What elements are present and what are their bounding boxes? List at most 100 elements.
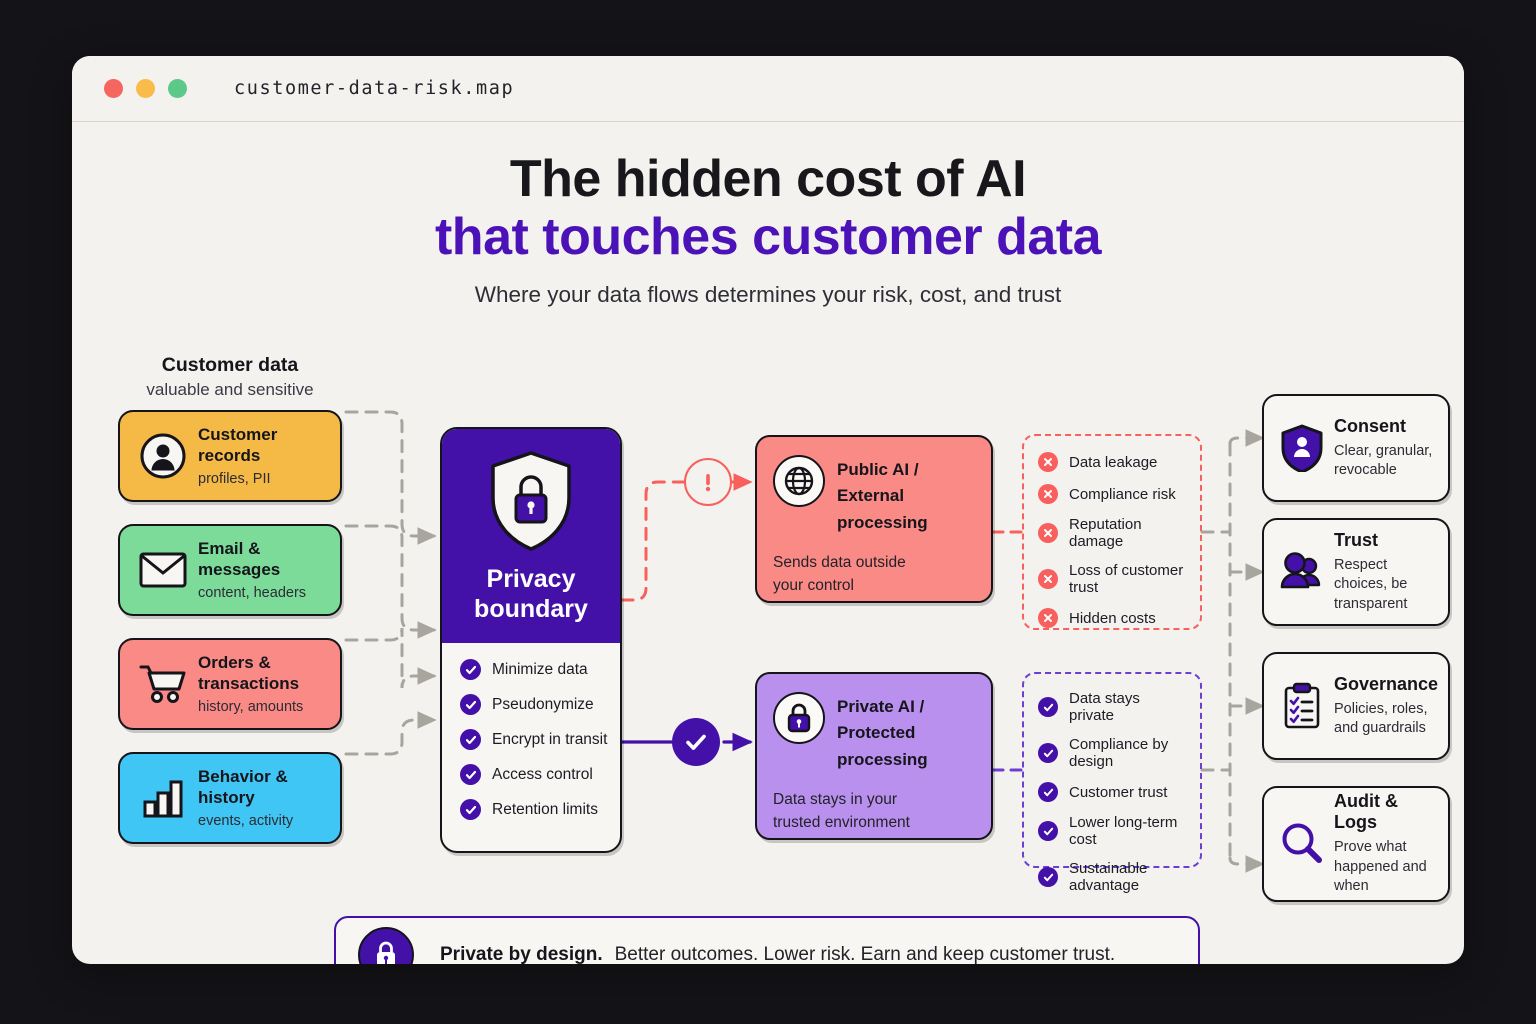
pillar-card-governance[interactable]: Governance Policies, roles, and guardrai… [1262,652,1450,760]
private-ai-node[interactable]: Private AI / Protected processing Data s… [755,672,993,840]
data-card-title: Orders & transactions [198,653,300,693]
check-icon [460,799,481,820]
private-ai-desc-2: trusted environment [773,813,910,831]
pillar-card-audit-logs[interactable]: Audit & Logs Prove what happened and whe… [1262,786,1450,902]
pillar-card-consent[interactable]: Consent Clear, granular, revocable [1262,394,1450,502]
bar-chart-icon [132,777,194,819]
pillar-subtitle: Respect choices, be transparent [1334,556,1408,612]
pillar-subtitle: Policies, roles, and guardrails [1334,700,1428,736]
benefit-item: Compliance by design [1038,736,1186,770]
pillar-subtitle: Prove what happened and when [1334,839,1427,895]
window-filename: customer-data-risk.map [234,78,515,99]
benefit-label: Sustainable advantage [1069,860,1148,894]
data-card-email-messages[interactable]: Email & messages content, headers [118,524,342,616]
check-icon [460,764,481,785]
shopping-cart-icon [132,663,194,705]
data-card-subtitle: content, headers [198,584,307,601]
boundary-header: Privacy boundary [442,429,620,643]
benefit-item: Data stays private [1038,690,1186,724]
private-ai-benefit-list: Data stays private Compliance by design … [1022,672,1202,894]
user-avatar-icon [132,433,194,479]
risk-label: Hidden costs [1069,609,1156,627]
banner-bold-text: Private by design. [440,944,603,964]
minimize-window-button[interactable] [136,79,155,98]
public-ai-node[interactable]: Public AI / External processing Sends da… [755,435,993,603]
check-circle-icon [672,718,720,766]
boundary-title: Privacy boundary [474,565,588,623]
maximize-window-button[interactable] [168,79,187,98]
public-ai-title-2: External processing [837,486,928,532]
boundary-control-item: Encrypt in transit [460,729,620,750]
data-card-subtitle: events, activity [198,812,294,829]
data-card-subtitle: profiles, PII [198,470,271,487]
cross-icon [1038,569,1058,589]
app-window: customer-data-risk.map [72,56,1464,964]
private-ai-desc-1: Data stays in your [773,791,898,809]
magnifier-icon [1276,821,1328,867]
close-window-button[interactable] [104,79,123,98]
data-card-subtitle: history, amounts [198,698,304,715]
cross-icon [1038,484,1058,504]
risk-label: Data leakage [1069,453,1158,471]
boundary-control-label: Pseudonymize [492,695,594,713]
check-icon [460,659,481,680]
benefit-label: Data stays private [1069,690,1140,724]
left-column-title: Customer data [161,354,299,376]
diagram-canvas: The hidden cost of AI that touches custo… [72,122,1464,964]
public-ai-risk-list: Data leakage Compliance risk Reputation … [1022,434,1202,630]
data-card-title: Behavior & history [198,767,288,807]
check-icon [1038,782,1058,802]
public-ai-desc-2: your control [773,576,854,594]
private-ai-title-1: Private AI / [837,697,925,716]
risk-item: Data leakage [1038,452,1186,472]
pillar-title: Audit & Logs [1334,791,1398,833]
boundary-control-label: Encrypt in transit [492,730,608,748]
shield-person-icon [1276,424,1328,472]
left-column-label: Customer data valuable and sensitive [118,354,342,400]
boundary-control-item: Access control [460,764,620,785]
title-line-2: that touches customer data [434,207,1102,266]
subtitle: Where your data flows determines your ri… [474,281,1062,307]
data-card-customer-records[interactable]: Customer records profiles, PII [118,410,342,502]
pillar-title: Governance [1334,673,1439,694]
check-icon [1038,867,1058,887]
data-card-behavior-history[interactable]: Behavior & history events, activity [118,752,342,844]
title-line-1: The hidden cost of AI [509,150,1027,208]
risk-item: Compliance risk [1038,484,1186,504]
left-column-subtitle: valuable and sensitive [146,380,314,399]
benefit-item: Lower long-term cost [1038,814,1186,848]
shield-lock-icon [487,449,575,558]
pillar-title: Trust [1334,529,1379,550]
cross-icon [1038,523,1058,543]
data-card-title: Email & messages [198,539,281,579]
risk-label: Loss of customer trust [1069,562,1184,596]
public-ai-desc-1: Sends data outside [773,554,906,572]
clipboard-checklist-icon [1276,682,1328,730]
benefit-label: Customer trust [1069,783,1168,801]
data-card-orders-transactions[interactable]: Orders & transactions history, amounts [118,638,342,730]
pillar-card-trust[interactable]: Trust Respect choices, be transparent [1262,518,1450,626]
check-icon [460,694,481,715]
boundary-control-item: Retention limits [460,799,620,820]
boundary-controls-list: Minimize data Pseudonymize Encrypt in tr… [442,643,620,820]
data-card-title: Customer records [198,425,278,465]
boundary-control-item: Minimize data [460,659,620,680]
risk-item: Hidden costs [1038,608,1186,628]
boundary-control-label: Minimize data [492,660,588,678]
risk-item: Reputation damage [1038,516,1186,550]
check-icon [460,729,481,750]
padlock-icon [773,692,825,744]
risk-item: Loss of customer trust [1038,562,1186,596]
privacy-boundary-node[interactable]: Privacy boundary Minimize data Pseudonym… [440,427,622,853]
pillar-title: Consent [1334,415,1406,436]
warning-exclamation-icon [684,458,732,506]
benefit-label: Compliance by design [1069,736,1169,770]
boundary-control-label: Retention limits [492,800,598,818]
check-icon [1038,743,1058,763]
benefit-label: Lower long-term cost [1069,814,1178,848]
private-ai-title-2: Protected processing [837,723,928,769]
benefit-item: Customer trust [1038,782,1186,802]
risk-label: Compliance risk [1069,485,1176,503]
pillar-subtitle: Clear, granular, revocable [1334,442,1433,478]
banner-text: Better outcomes. Lower risk. Earn and ke… [614,944,1116,964]
